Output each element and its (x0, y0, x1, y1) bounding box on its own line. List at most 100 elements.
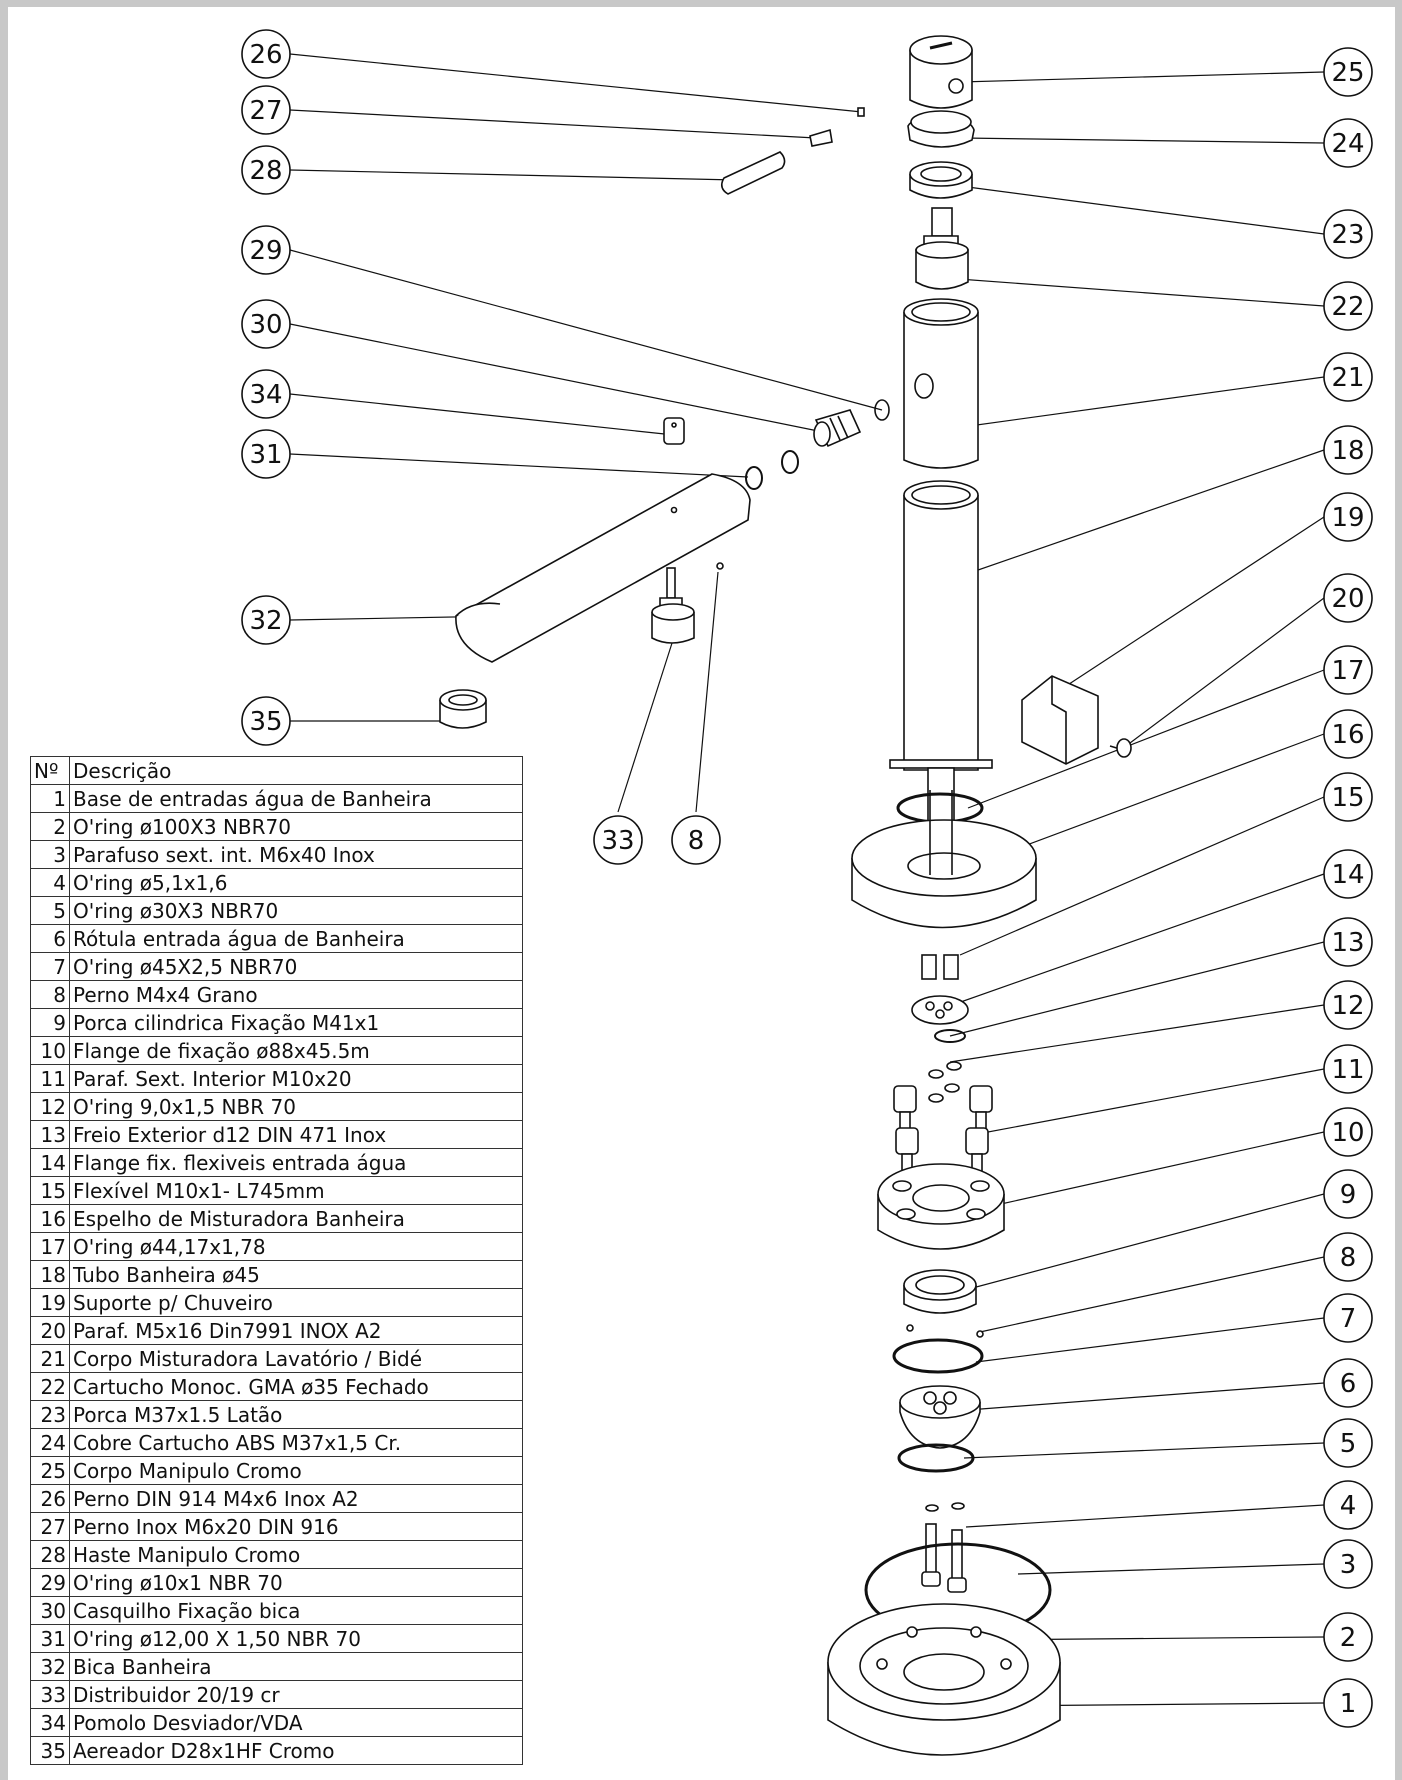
balloon-label: 29 (249, 236, 282, 266)
part-6-swivel (899, 1385, 981, 1449)
part-description: Porca M37x1.5 Latão (69, 1400, 523, 1429)
part-16-escutcheon (851, 790, 1037, 929)
balloon-label: 27 (249, 96, 282, 126)
balloon-26: 26 (241, 29, 291, 79)
balloon-12: 12 (1323, 980, 1373, 1030)
balloon-label: 14 (1331, 860, 1364, 890)
balloon-15: 15 (1323, 772, 1373, 822)
part-number: 29 (30, 1568, 70, 1597)
balloons: 25 24 23 22 21 18 19 20 17 16 15 14 13 1… (241, 29, 1373, 1728)
part-26-grub (857, 107, 865, 117)
balloon-24: 24 (1323, 118, 1373, 168)
balloon-label: 11 (1331, 1055, 1364, 1085)
balloon-2: 2 (1323, 1612, 1373, 1662)
balloon-label: 3 (1340, 1550, 1357, 1580)
part-description: O'ring ø5,1x1,6 (69, 868, 523, 897)
balloon-label: 25 (1331, 58, 1364, 88)
balloon-label: 35 (249, 707, 282, 737)
balloon-8-second: 8 (671, 815, 721, 865)
part-description: Cobre Cartucho ABS M37x1,5 Cr. (69, 1428, 523, 1457)
part-number: 31 (30, 1624, 70, 1653)
header-desc: Descrição (69, 756, 523, 785)
part-number: 14 (30, 1148, 70, 1177)
part-description: Rótula entrada água de Banheira (69, 924, 523, 953)
part-number: 21 (30, 1344, 70, 1373)
part-description: Paraf. Sext. Interior M10x20 (69, 1064, 523, 1093)
part-number: 30 (30, 1596, 70, 1625)
balloon-label: 6 (1340, 1369, 1357, 1399)
part-number: 16 (30, 1204, 70, 1233)
balloon-32: 32 (241, 595, 291, 645)
leader-lines (289, 53, 1325, 1707)
part-description: Paraf. M5x16 Din7991 INOX A2 (69, 1316, 523, 1345)
balloon-label: 8 (688, 826, 705, 856)
part-description: O'ring 9,0x1,5 NBR 70 (69, 1092, 523, 1121)
part-number: 7 (30, 952, 70, 981)
part-14-flange (911, 995, 969, 1025)
part-19-support (1021, 675, 1099, 765)
part-number: 28 (30, 1540, 70, 1569)
balloon-19: 19 (1323, 492, 1373, 542)
part-25-handle (909, 35, 973, 109)
part-number: 5 (30, 896, 70, 925)
part-1-base (827, 1603, 1061, 1756)
balloon-label: 7 (1340, 1304, 1357, 1334)
part-description: Cartucho Monoc. GMA ø35 Fechado (69, 1372, 523, 1401)
part-20-screw (1109, 738, 1132, 758)
part-number: 19 (30, 1288, 70, 1317)
balloon-label: 15 (1331, 783, 1364, 813)
part-description: Tubo Banheira ø45 (69, 1260, 523, 1289)
part-7-oring (892, 1338, 984, 1374)
balloon-1: 1 (1323, 1678, 1373, 1728)
part-33-distributor (651, 567, 695, 644)
balloon-label: 24 (1331, 129, 1364, 159)
balloon-6: 6 (1323, 1358, 1373, 1408)
parts-art (439, 35, 1132, 1756)
balloon-11: 11 (1323, 1044, 1373, 1094)
part-description: Parafuso sext. int. M6x40 Inox (69, 840, 523, 869)
balloon-label: 32 (249, 606, 282, 636)
balloon-25: 25 (1323, 47, 1373, 97)
part-31-oring (781, 450, 799, 474)
balloon-5: 5 (1323, 1418, 1373, 1468)
part-number: 20 (30, 1316, 70, 1345)
part-description: Bica Banheira (69, 1652, 523, 1681)
balloon-label: 23 (1331, 220, 1364, 250)
part-number: 11 (30, 1064, 70, 1093)
balloon-label: 17 (1331, 656, 1364, 686)
balloon-8: 8 (1323, 1232, 1373, 1282)
part-number: 25 (30, 1456, 70, 1485)
part-4-oring (925, 1504, 939, 1512)
part-number: 10 (30, 1036, 70, 1065)
part-3-screws (921, 1523, 967, 1593)
part-description: Perno Inox M6x20 DIN 916 (69, 1512, 523, 1541)
balloon-label: 8 (1340, 1243, 1357, 1273)
balloon-label: 21 (1331, 363, 1364, 393)
balloon-33: 33 (593, 815, 643, 865)
balloon-10: 10 (1323, 1107, 1373, 1157)
balloon-9: 9 (1323, 1169, 1373, 1219)
balloon-27: 27 (241, 85, 291, 135)
part-description: Suporte p/ Chuveiro (69, 1288, 523, 1317)
part-34-knob (663, 417, 685, 445)
part-description: Base de entradas água de Banheira (69, 784, 523, 813)
part-30-bushing (813, 409, 862, 448)
